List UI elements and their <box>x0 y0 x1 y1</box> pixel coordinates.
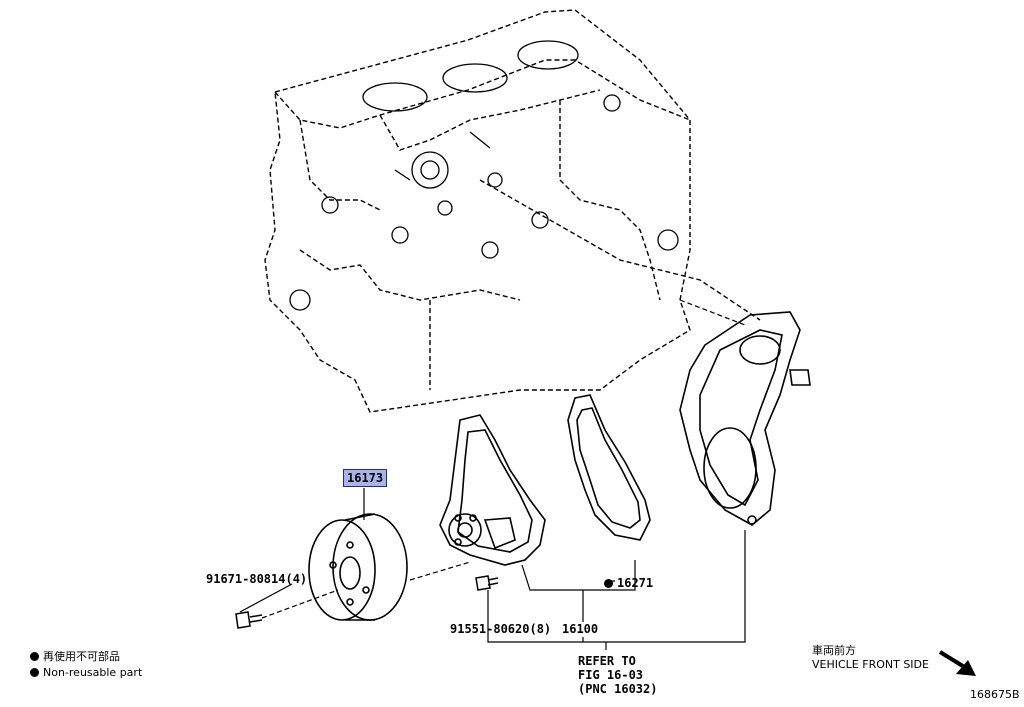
assembly-dashed-lines <box>261 299 746 619</box>
refer-line-2: FIG 16-03 <box>578 668 644 682</box>
part-label-gasket[interactable]: 16271 <box>604 576 653 590</box>
engine-block-outline <box>264 9 761 413</box>
callout-leaders <box>239 488 746 650</box>
direction-en: VEHICLE FRONT SIDE <box>812 658 929 671</box>
legend-dot-icon <box>30 668 39 677</box>
legend-jp: 再使用不可部品 <box>30 650 120 664</box>
direction-jp: 車両前方 <box>812 644 856 657</box>
refer-line-1: REFER TO <box>578 654 636 668</box>
legend-jp-text: 再使用不可部品 <box>43 650 120 663</box>
part-label-pulley-bolt[interactable]: 91671-80814(4) <box>206 572 308 586</box>
legend-dot-icon <box>30 652 39 661</box>
part-label-pump-assy[interactable]: 16100 <box>562 622 599 636</box>
bolts <box>235 575 499 629</box>
vehicle-front-arrow <box>938 650 976 676</box>
gasket-number: 16271 <box>617 576 654 590</box>
figure-id: 168675B <box>970 688 1020 701</box>
refer-line-3: (PNC 16032) <box>578 682 658 696</box>
part-label-pulley[interactable]: 16173 <box>343 469 388 487</box>
legend-en: Non-reusable part <box>30 666 142 680</box>
water-pump-pulley <box>308 513 408 621</box>
legend-en-text: Non-reusable part <box>43 666 143 679</box>
non-reusable-dot-icon <box>604 579 613 588</box>
part-label-pump-bolt[interactable]: 91551-80620(8) <box>450 622 552 636</box>
timing-cover-housing <box>679 311 811 526</box>
water-pump-body <box>439 414 546 566</box>
water-pump-gasket <box>567 394 651 541</box>
engine-block-bores <box>289 40 679 311</box>
